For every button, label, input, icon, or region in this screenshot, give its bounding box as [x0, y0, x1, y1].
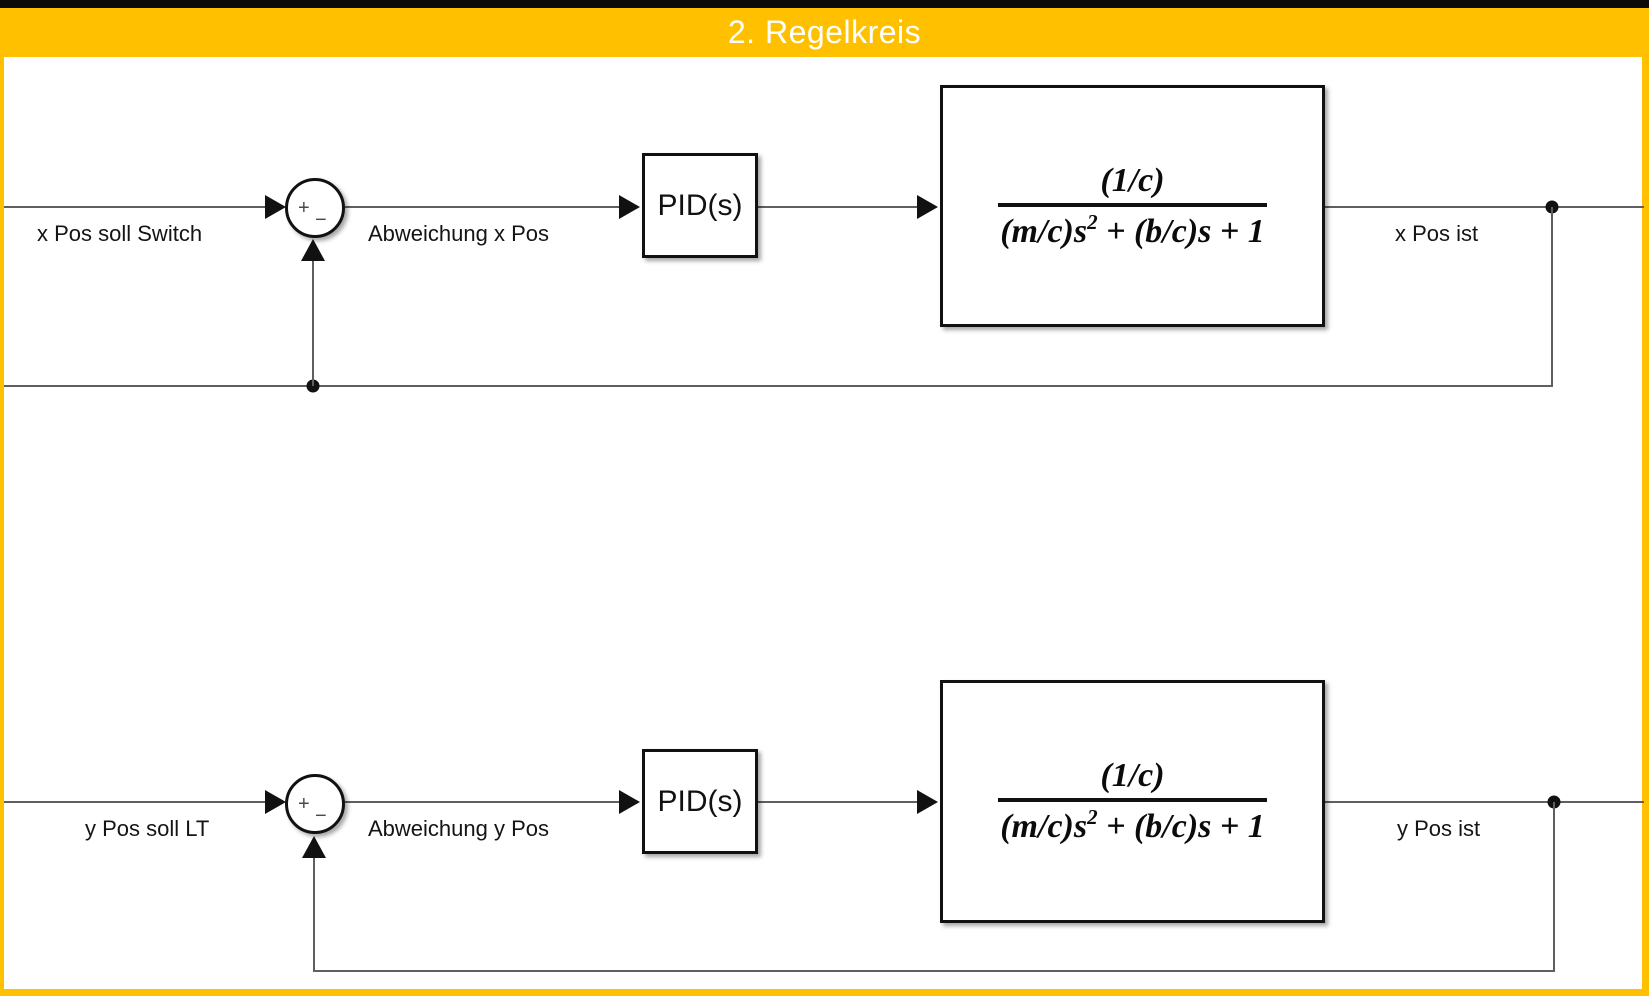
y-pid-block[interactable]: PID(s) [642, 749, 758, 854]
plus-sign: + [298, 197, 310, 219]
arrowhead-right-icon [619, 195, 640, 219]
y-error-label: Abweichung y Pos [368, 816, 549, 841]
tf-denominator: (m/c)s2 + (b/c)s + 1 [1000, 805, 1265, 845]
tf-denominator: (m/c)s2 + (b/c)s + 1 [1000, 209, 1265, 250]
tf-numerator: (1/c) [1100, 161, 1165, 199]
y-feedback-line[interactable] [313, 802, 1555, 972]
y-transfer-function: (1/c) (m/c)s2 + (b/c)s + 1 [998, 757, 1267, 846]
fraction-bar [998, 798, 1267, 802]
diagram-title: 2. Regelkreis [727, 14, 922, 50]
frame-edge-left [0, 57, 4, 996]
fraction-bar [998, 202, 1267, 207]
x-pid-label: PID(s) [657, 188, 743, 222]
y-setpoint-label: y Pos soll LT [85, 816, 210, 841]
arrowhead-up-icon [301, 239, 325, 261]
x-plant-block[interactable]: (1/c) (m/c)s2 + (b/c)s + 1 [940, 85, 1325, 327]
plus-sign: + [298, 793, 310, 815]
frame-edge-bottom [0, 989, 1649, 996]
y-pid-label: PID(s) [657, 784, 743, 818]
arrowhead-right-icon [265, 195, 286, 219]
x-feedback-line[interactable] [4, 207, 1553, 387]
arrowhead-up-icon [302, 836, 326, 858]
minus-sign: − [315, 805, 327, 827]
title-bar: 2. Regelkreis [0, 8, 1649, 57]
x-setpoint-label: x Pos soll Switch [37, 221, 203, 246]
arrowhead-right-icon [619, 790, 640, 814]
y-output-label: y Pos ist [1397, 816, 1481, 841]
x-error-label: Abweichung x Pos [368, 221, 549, 246]
frame-edge-right [1642, 57, 1649, 996]
x-output-label: x Pos ist [1395, 221, 1479, 246]
x-sum-junction[interactable]: + − [285, 178, 345, 238]
y-sum-junction[interactable]: + − [285, 774, 345, 834]
arrowhead-right-icon [265, 790, 286, 814]
tf-numerator: (1/c) [1100, 757, 1165, 794]
arrowhead-right-icon [917, 790, 938, 814]
x-transfer-function: (1/c) (m/c)s2 + (b/c)s + 1 [998, 162, 1267, 251]
arrowhead-right-icon [917, 195, 938, 219]
top-black-strip [0, 0, 1649, 8]
x-pid-block[interactable]: PID(s) [642, 153, 758, 258]
y-plant-block[interactable]: (1/c) (m/c)s2 + (b/c)s + 1 [940, 680, 1325, 923]
minus-sign: − [315, 209, 327, 231]
